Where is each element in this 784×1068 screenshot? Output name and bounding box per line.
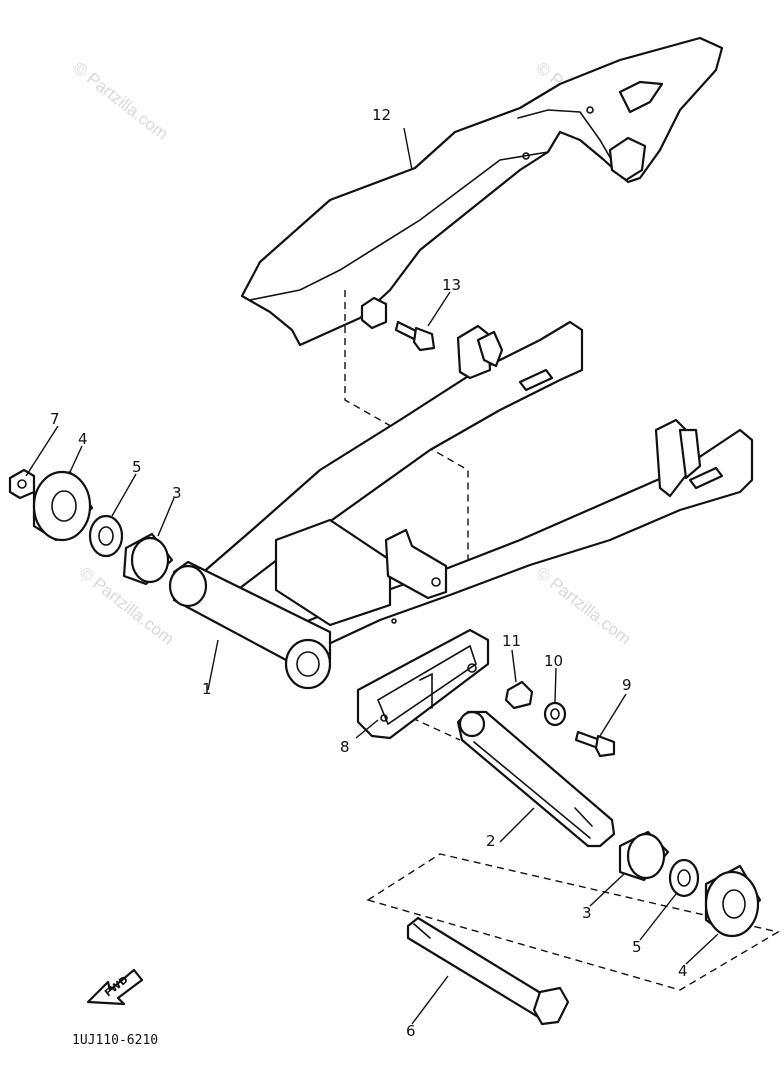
callout-4-lower: 4 (678, 962, 688, 980)
callout-5-lower: 5 (632, 938, 642, 956)
callout-9: 9 (622, 676, 632, 694)
washer-part-5-upper[interactable] (88, 514, 124, 558)
collar-part-3-lower[interactable] (618, 830, 670, 882)
pivot-bolt-part-6[interactable] (406, 916, 570, 1026)
callout-11: 11 (502, 632, 521, 650)
seal-part-4-upper[interactable] (32, 470, 94, 542)
watermark-top-left: © Partzilla.com (70, 58, 172, 144)
callout-13: 13 (442, 276, 461, 294)
callout-2: 2 (486, 832, 496, 850)
swingarm-part-1[interactable] (168, 320, 754, 690)
callout-5-upper: 5 (132, 458, 142, 476)
diagram-code: 1UJ110-6210 (72, 1033, 158, 1048)
pivot-shaft-part-2[interactable] (456, 710, 616, 848)
collar-part-11[interactable] (504, 680, 534, 710)
seal-part-4-lower[interactable] (704, 864, 762, 938)
reference-line-pivot (366, 853, 780, 991)
washer-part-5-lower[interactable] (668, 858, 700, 898)
screw-part-9[interactable] (574, 730, 616, 758)
leader-lines (25, 127, 719, 1025)
callout-3-upper: 3 (172, 484, 182, 502)
collar-part-3-upper[interactable] (122, 532, 174, 586)
bolt-part-13[interactable] (394, 320, 436, 352)
nut-part-7[interactable] (8, 468, 36, 500)
callout-3-lower: 3 (582, 904, 592, 922)
watermark-mid-right: © Partzilla.com (533, 563, 635, 649)
callout-10: 10 (544, 652, 563, 670)
forward-arrow-icon: FWD (86, 968, 144, 1006)
reference-line-shaft (411, 717, 461, 741)
callout-6: 6 (406, 1022, 416, 1040)
callout-7: 7 (50, 410, 60, 428)
callout-12: 12 (372, 106, 391, 124)
chain-slider-part-8[interactable] (356, 628, 490, 740)
washer-part-10[interactable] (543, 701, 567, 727)
callout-8: 8 (340, 738, 350, 756)
chain-guard-part-12[interactable] (240, 36, 724, 347)
callout-4-upper: 4 (78, 430, 88, 448)
callout-1: 1 (202, 680, 212, 698)
